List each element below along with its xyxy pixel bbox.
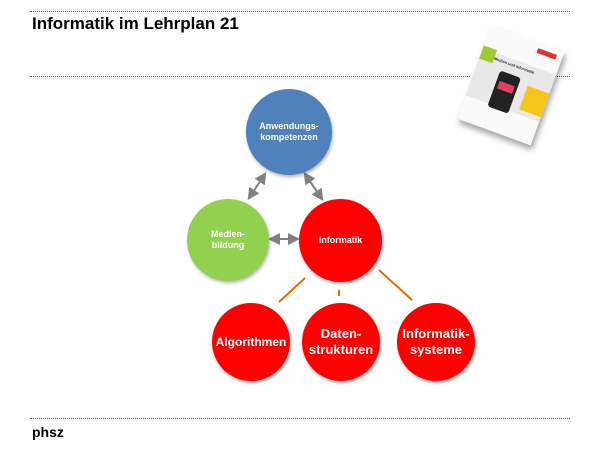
node-informatiksysteme: Informatik- systeme: [397, 303, 475, 381]
arrow-anwendung-informatik: [303, 172, 324, 201]
arrow-anwendung-medien: [247, 172, 267, 200]
node-anwendungskompetenzen: Anwendungs- kompetenzen: [246, 89, 332, 175]
node-informatik: Informatik: [299, 199, 382, 282]
title-divider: [30, 76, 470, 77]
footer-divider: [30, 418, 570, 419]
phsz-logo: phsz: [32, 424, 64, 440]
top-divider: [30, 11, 570, 12]
node-algorithmen: Algorithmen: [212, 303, 290, 381]
title-divider-right: [548, 76, 570, 77]
connector-algorithmen: [278, 277, 306, 303]
node-datenstrukturen: Daten- strukturen: [302, 303, 380, 381]
connector-systeme: [378, 269, 413, 301]
node-medienbildung: Medien- bildung: [187, 199, 269, 281]
page-title: Informatik im Lehrplan 21: [32, 14, 239, 33]
